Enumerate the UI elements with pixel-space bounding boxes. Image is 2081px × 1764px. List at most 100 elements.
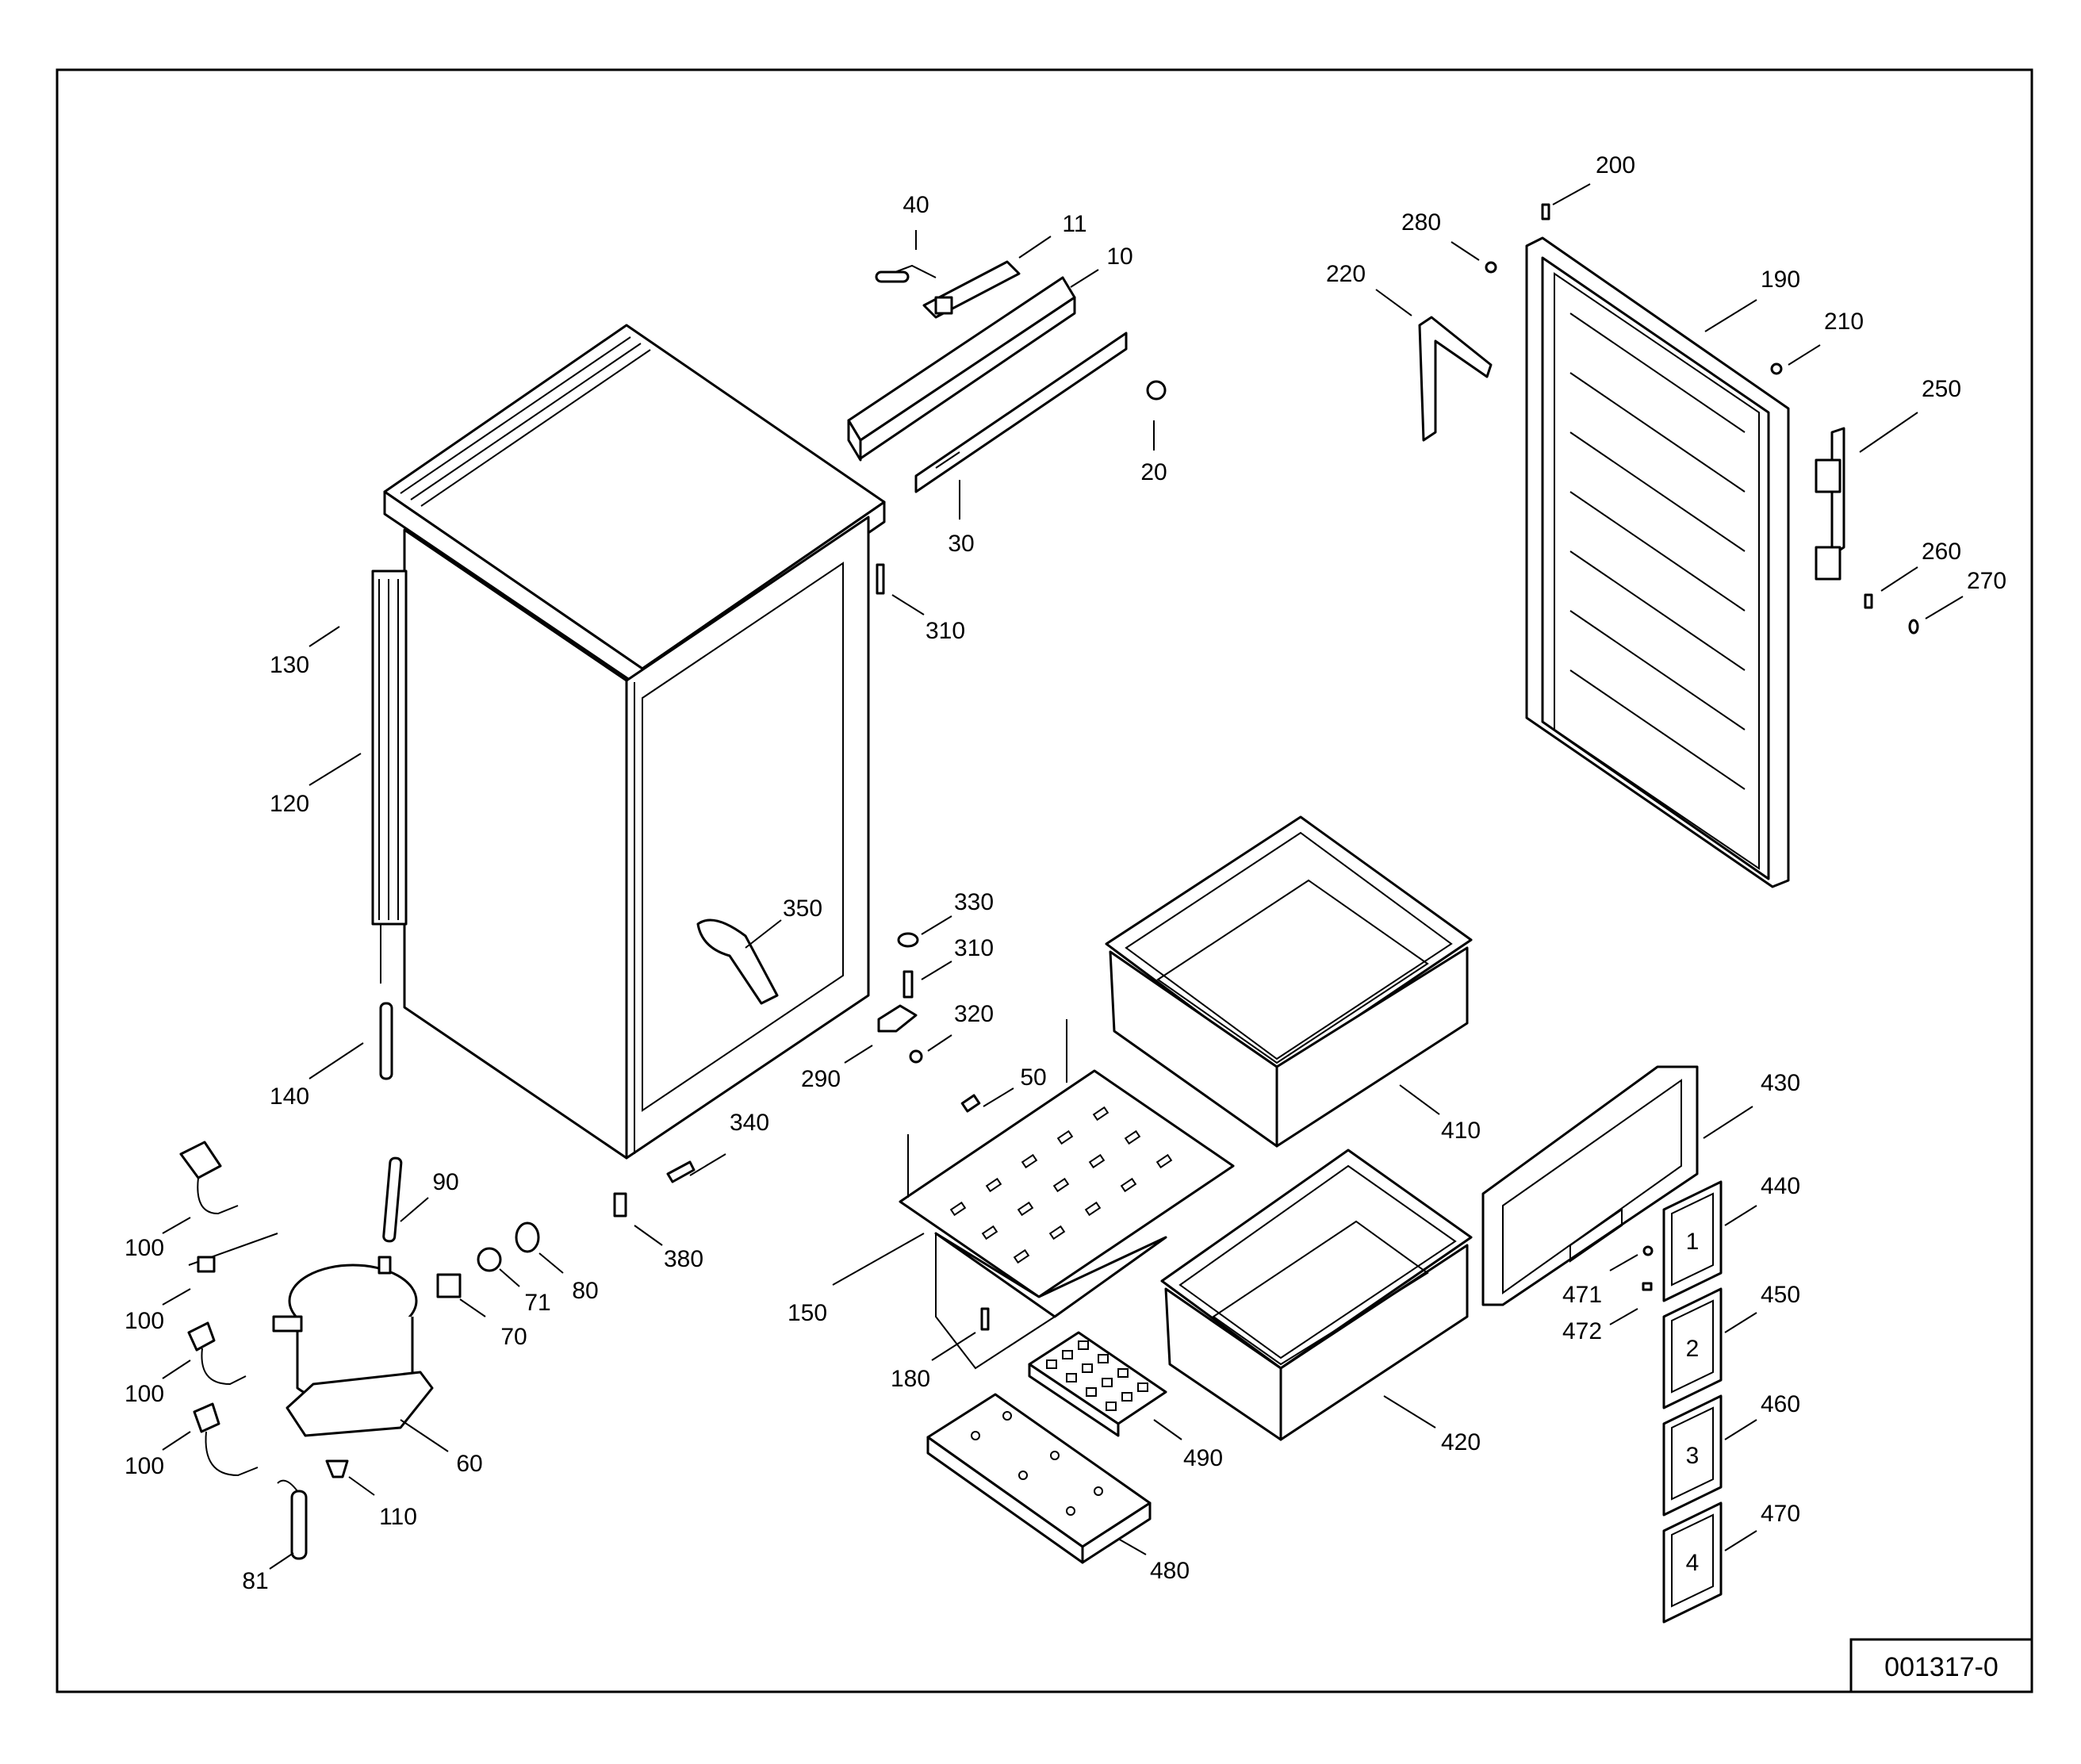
- callout-480: 480: [1117, 1538, 1190, 1584]
- svg-text:140: 140: [270, 1083, 309, 1110]
- cover-strip: [914, 332, 1128, 493]
- callout-20: 20: [1140, 420, 1167, 485]
- svg-text:330: 330: [954, 889, 994, 915]
- svg-text:180: 180: [891, 1366, 930, 1392]
- svg-text:50: 50: [1020, 1064, 1046, 1091]
- callout-210: 210: [1788, 309, 1864, 366]
- callout-420: 420: [1383, 1395, 1481, 1455]
- reference-number: 001317-0: [1884, 1652, 1999, 1682]
- callout-10: 10: [1070, 244, 1133, 288]
- control-board: [922, 260, 1021, 319]
- knob: [1146, 380, 1167, 401]
- callout-140: 140: [270, 1042, 364, 1110]
- callout-320: 320: [927, 1001, 994, 1052]
- callout-130: 130: [270, 626, 340, 678]
- callout-40: 40: [903, 192, 929, 250]
- svg-text:471: 471: [1562, 1282, 1602, 1308]
- callout-450: 450: [1724, 1282, 1800, 1333]
- svg-text:270: 270: [1967, 568, 2006, 594]
- svg-text:340: 340: [730, 1110, 769, 1136]
- svg-text:250: 250: [1922, 376, 1961, 402]
- callout-470: 470: [1724, 1501, 1800, 1551]
- svg-text:150: 150: [788, 1300, 827, 1326]
- callout-350: 350: [745, 895, 822, 949]
- callout-490: 490: [1153, 1419, 1223, 1471]
- svg-text:80: 80: [572, 1278, 598, 1304]
- svg-text:410: 410: [1441, 1118, 1481, 1144]
- callout-460: 460: [1724, 1391, 1800, 1440]
- control-rail: [847, 276, 1076, 462]
- svg-text:3: 3: [1686, 1443, 1700, 1469]
- callout-30: 30: [948, 480, 975, 557]
- callout-11: 11: [1018, 211, 1087, 259]
- svg-text:11: 11: [1062, 211, 1086, 237]
- relay-70: [436, 1273, 462, 1298]
- svg-text:280: 280: [1401, 209, 1441, 236]
- svg-text:310: 310: [926, 618, 965, 644]
- svg-text:310: 310: [954, 935, 994, 961]
- ice-tray-base: [926, 1393, 1152, 1564]
- drawer-number-label-2: 2: [1662, 1287, 1723, 1409]
- svg-text:2: 2: [1686, 1336, 1700, 1362]
- drier-81: [277, 1479, 308, 1560]
- callout-440: 440: [1724, 1173, 1800, 1226]
- hinge: [1815, 427, 1845, 581]
- tube-90: [382, 1156, 403, 1243]
- svg-text:110: 110: [379, 1504, 417, 1530]
- svg-text:430: 430: [1761, 1070, 1800, 1096]
- svg-text:350: 350: [783, 895, 822, 922]
- svg-text:380: 380: [664, 1246, 703, 1272]
- small-fittings: [1485, 203, 1919, 635]
- mains-cables: [179, 1141, 278, 1477]
- callout-260: 260: [1880, 539, 1961, 592]
- svg-text:260: 260: [1922, 539, 1961, 565]
- callout-71: 71: [499, 1268, 551, 1316]
- svg-text:190: 190: [1761, 267, 1800, 293]
- callout-110: 110110: [348, 1476, 417, 1530]
- callout-472: 472: [1562, 1308, 1638, 1344]
- shelf-vent-slots: [949, 1106, 1173, 1264]
- callout-220: 220: [1326, 261, 1412, 316]
- svg-text:30: 30: [948, 531, 974, 557]
- svg-text:100: 100: [125, 1453, 164, 1479]
- svg-text:472: 472: [1562, 1318, 1602, 1344]
- callout-380: 380: [634, 1225, 703, 1272]
- svg-text:1: 1: [1686, 1229, 1700, 1255]
- svg-text:40: 40: [903, 192, 929, 218]
- svg-text:81: 81: [242, 1568, 268, 1594]
- feet-380-340: [613, 1160, 696, 1218]
- callout-471: 471: [1562, 1254, 1638, 1308]
- callout-340: 340: [689, 1110, 769, 1176]
- ice-cube-tray: [1028, 1331, 1167, 1437]
- screw-310-top: [876, 563, 885, 595]
- bracket-fittings: [877, 932, 923, 1064]
- ice-cube-cells: [1046, 1340, 1148, 1411]
- foot-110: [325, 1459, 349, 1478]
- svg-text:120: 120: [270, 791, 309, 817]
- drawer-number-label-3: 3: [1662, 1394, 1723, 1517]
- callout-270: 270: [1925, 568, 2006, 619]
- callout-190: 190: [1704, 267, 1800, 332]
- svg-text:100: 100: [125, 1308, 164, 1334]
- drawing-frame: [56, 68, 2033, 1693]
- svg-text:490: 490: [1183, 1445, 1223, 1471]
- callout-250: 250: [1859, 376, 1961, 453]
- callout-310-mid: 310: [921, 935, 994, 980]
- svg-text:460: 460: [1761, 1391, 1800, 1417]
- callout-180: 180: [891, 1332, 976, 1392]
- basket-lower: [1160, 1149, 1473, 1441]
- door-handle: [1418, 316, 1493, 442]
- callout-100b: 100: [125, 1288, 191, 1334]
- callout-330: 330: [921, 889, 994, 935]
- basket-upper: [1105, 815, 1473, 1148]
- callout-200: 200: [1552, 152, 1635, 205]
- drawer-number-label-1: 1: [1662, 1180, 1723, 1302]
- svg-text:470: 470: [1761, 1501, 1800, 1527]
- compressor: [272, 1256, 434, 1437]
- temperature-sensor: [875, 264, 937, 283]
- drawer-front: [1481, 1065, 1699, 1306]
- clip-80: [515, 1221, 540, 1253]
